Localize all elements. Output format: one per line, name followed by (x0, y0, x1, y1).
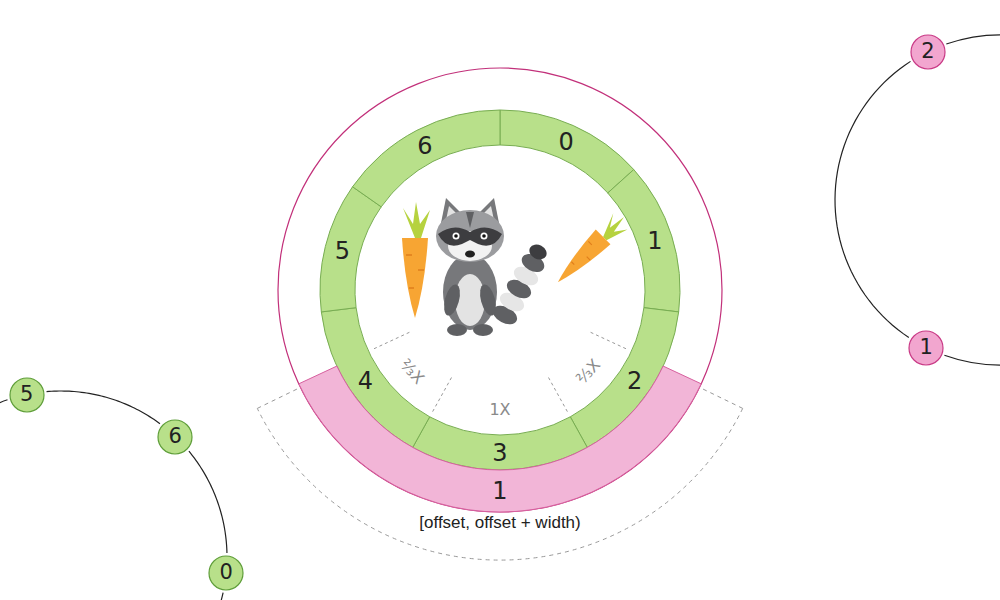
carrot-illustration (550, 209, 631, 290)
node-number: 2 (921, 41, 934, 62)
node-outline (158, 420, 192, 454)
raccoon-eye (481, 233, 488, 240)
width-fraction: 1X (489, 400, 510, 419)
raccoon-nose (465, 251, 475, 258)
raccoon-arm (441, 283, 463, 318)
carrot-body (550, 230, 610, 290)
width-fraction: ⅔X (572, 356, 604, 388)
raccoon-head (436, 210, 504, 262)
node-number: 0 (558, 130, 573, 154)
ring-arc (946, 35, 1000, 44)
range-band: 1 (296, 364, 704, 514)
segment-outline (500, 110, 634, 193)
raccoon-mask (438, 227, 502, 245)
ring-arcs (0, 35, 1000, 600)
segment-outline (299, 366, 701, 512)
outer-ring (278, 68, 722, 512)
ring-node: 1 (908, 330, 944, 366)
node-number: 6 (169, 426, 182, 447)
segment-shape (350, 108, 502, 209)
raccoon-pupil (454, 234, 458, 238)
carrot-leaves (403, 202, 430, 238)
carrot-lines (570, 241, 599, 270)
node-number: 5 (20, 384, 33, 405)
raccoon-foot (447, 324, 467, 336)
node-outline (209, 556, 243, 590)
ring-arc (0, 400, 8, 440)
carrot-illustration (402, 202, 430, 318)
width-fraction: ⅔X (396, 356, 428, 388)
carrot-body (402, 238, 428, 318)
partition-segment: 1 (605, 167, 682, 314)
range-label: [offset, offset + width) (415, 513, 584, 533)
raccoon-belly (455, 274, 485, 326)
bracket-tick (703, 389, 743, 408)
bracket-tick (257, 389, 297, 408)
node-number: 5 (335, 239, 350, 263)
node-outline (10, 378, 44, 412)
raccoon-stripe (466, 212, 474, 228)
node-number: 6 (417, 134, 432, 158)
node-outline (909, 331, 943, 365)
node-number: 0 (220, 562, 233, 583)
ring-arc (944, 355, 1000, 365)
raccoon-tail (490, 242, 549, 329)
node-outline (911, 35, 945, 69)
ring-node: 6 (157, 419, 193, 455)
node-number: 3 (492, 441, 507, 465)
ring-connector (189, 451, 227, 553)
partition-segment: 0 (498, 108, 636, 195)
width-fraction: ⅔X (396, 356, 428, 388)
ring-node: 2 (910, 34, 946, 70)
raccoon-eye (453, 233, 460, 240)
tail-tip (527, 242, 549, 263)
segment-outline (608, 170, 680, 312)
raccoon-illustration (436, 198, 549, 336)
divider-line (371, 332, 409, 350)
divider-line (549, 378, 569, 415)
ring-node: 0 (208, 555, 244, 591)
carrot-lines (406, 255, 424, 288)
partition-segment: 5 (318, 184, 384, 314)
segment-outline (353, 110, 500, 207)
range-label: [offset, offset + width) (415, 513, 584, 533)
raccoon-pupil (482, 234, 486, 238)
ring-connector (47, 391, 160, 424)
segment-shape (318, 184, 384, 314)
width-fraction: ⅔X (572, 356, 604, 388)
width-fraction: 1X (489, 400, 510, 419)
divider-line (591, 332, 629, 350)
divider-line (431, 378, 451, 415)
node-number: 1 (492, 479, 507, 503)
node-number: 1 (647, 229, 662, 253)
node-number: 2 (627, 369, 642, 393)
partition-segment: 6 (350, 108, 502, 209)
node-number: 1 (919, 337, 932, 358)
ring-connector (835, 61, 911, 337)
segment-shape (605, 167, 682, 314)
segment-outline (320, 187, 381, 312)
ring-node: 5 (9, 377, 45, 413)
raccoon-foot (473, 324, 493, 336)
node-number: 4 (358, 369, 373, 393)
raccoon-arm (477, 283, 499, 318)
ring-arc (178, 593, 223, 600)
